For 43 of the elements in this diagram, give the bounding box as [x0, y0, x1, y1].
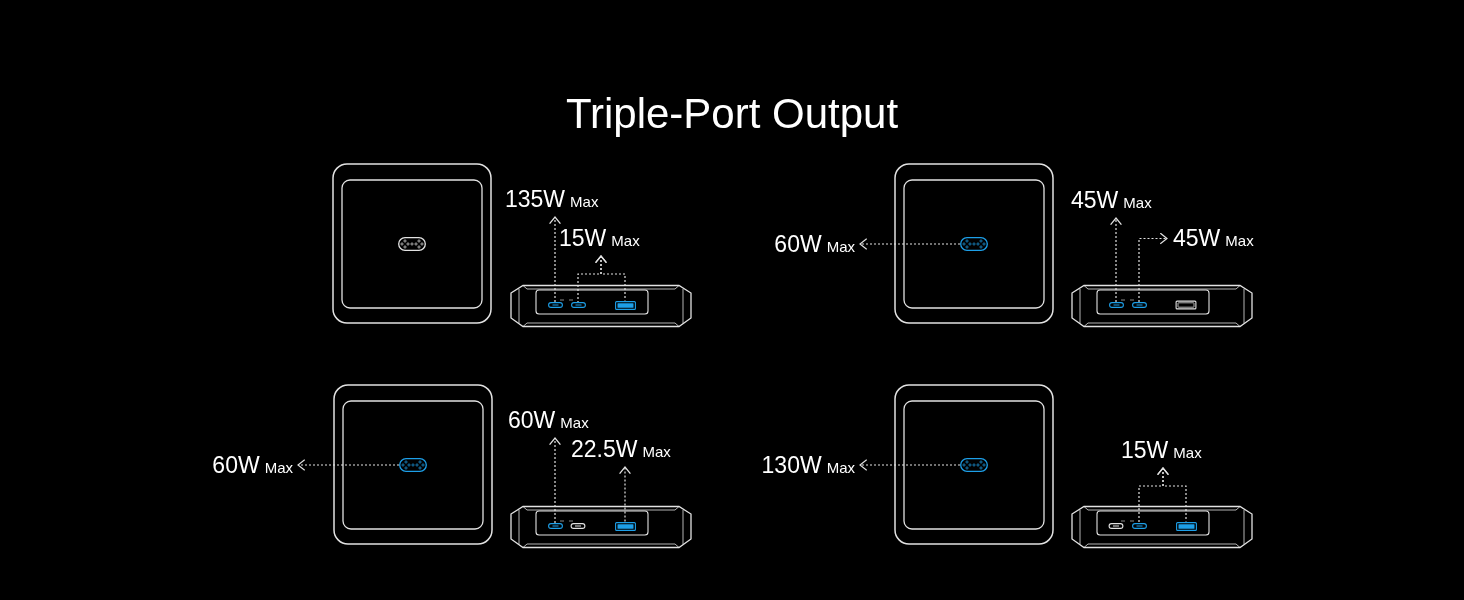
dashed-arrow [595, 255, 626, 302]
qualifier-text: Max [1173, 445, 1202, 460]
dashed-arrow [549, 216, 561, 303]
usb-a-port [614, 521, 636, 531]
wattage-value: 130W [761, 454, 822, 477]
qualifier-text: Max [570, 194, 599, 209]
connector-port [960, 237, 988, 251]
wattage-value: 45W [1071, 189, 1119, 212]
wattage-value: 15W [559, 227, 607, 250]
title: Triple-Port Output [565, 93, 899, 135]
usb-c-port [547, 302, 563, 308]
usb-a-port [614, 300, 636, 310]
dashed-arrow [859, 459, 961, 471]
wattage-value: 60W [774, 233, 822, 256]
connector-port [399, 458, 427, 472]
qualifier-text: Max [1123, 195, 1152, 210]
wattage-value: 22.5W [571, 438, 638, 461]
usb-c-port [1131, 523, 1147, 529]
wattage-value: 45W [1173, 227, 1221, 250]
wattage-value: 15W [1121, 439, 1169, 462]
qualifier-text: Max [1225, 233, 1254, 248]
usb-c-port [1108, 302, 1124, 308]
wattage-value: 60W [508, 409, 556, 432]
usb-a-port [1175, 521, 1197, 531]
connector-port [960, 458, 988, 472]
qualifier-text: Max [826, 460, 855, 475]
qualifier-text: Max [264, 460, 293, 475]
dashed-arrow [297, 459, 400, 471]
wattage-value: 135W [505, 188, 566, 211]
qualifier-text: Max [611, 233, 640, 248]
qualifier-text: Max [642, 444, 671, 459]
dashed-arrow [619, 466, 631, 523]
usb-c-port [547, 523, 563, 529]
qualifier-text: Max [560, 415, 589, 430]
dashed-arrow [1157, 467, 1187, 523]
dashed-arrow [859, 238, 961, 250]
dashed-arrow [1110, 217, 1122, 303]
dashed-arrow [549, 437, 561, 524]
wattage-value: 60W [212, 454, 260, 477]
usb-c-port [1131, 302, 1147, 308]
qualifier-text: Max [826, 239, 855, 254]
usb-c-port [570, 302, 586, 308]
dashed-arrow [1138, 232, 1168, 303]
